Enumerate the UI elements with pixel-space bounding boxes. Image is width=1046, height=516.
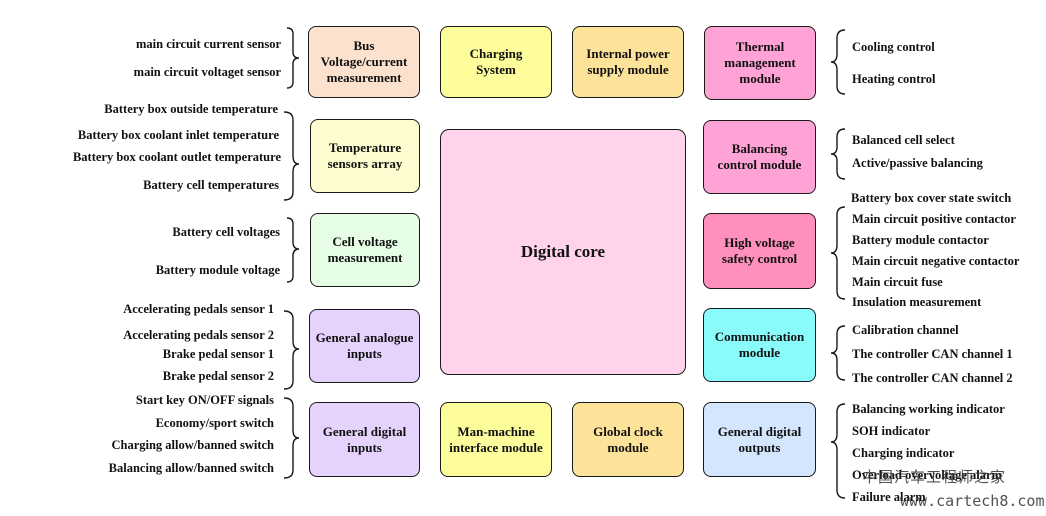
- brace-analogue-inputs: [283, 310, 300, 390]
- global-clock-module: Global clock module: [572, 402, 684, 477]
- digital-inputs-label: General digital inputs: [322, 423, 407, 455]
- input-label: Battery box coolant inlet temperature: [77, 128, 279, 142]
- brace-digital-outputs: [830, 403, 846, 499]
- thermal-management-label: Thermal management module: [724, 39, 796, 86]
- output-label: Charging indicator: [852, 446, 955, 460]
- digital-outputs-module: General digital outputs: [703, 402, 816, 477]
- communication-label: Communication module: [714, 329, 805, 360]
- output-label: Battery module contactor: [852, 233, 989, 247]
- brace-temperature: [283, 111, 300, 201]
- brace-bus-measure: [286, 27, 300, 89]
- internal-power-supply-module: Internal power supply module: [572, 26, 684, 98]
- balancing-control-label: Balancing control module: [717, 141, 802, 172]
- input-label: Brake pedal sensor 2: [162, 369, 274, 383]
- output-label: Balanced cell select: [852, 133, 955, 147]
- output-label: The controller CAN channel 2: [852, 371, 1013, 385]
- cell-voltage-module: Cell voltage measurement: [310, 213, 420, 287]
- communication-module: Communication module: [703, 308, 816, 382]
- input-label: Battery cell voltages: [172, 225, 280, 239]
- input-label: Brake pedal sensor 1: [162, 347, 274, 361]
- input-label: Accelerating pedals sensor 2: [123, 328, 274, 342]
- brace-communication: [830, 325, 846, 381]
- output-label: Main circuit fuse: [852, 275, 943, 289]
- watermark-url: www.cartech8.com: [900, 492, 1045, 510]
- analogue-inputs-label: General analogue inputs: [315, 330, 414, 361]
- input-label: Accelerating pedals sensor 1: [123, 302, 274, 316]
- brace-balancing: [830, 128, 846, 180]
- bus-measurement-module: Bus Voltage/current measurement: [308, 26, 420, 98]
- input-label: Battery box coolant outlet temperature: [72, 150, 281, 164]
- output-label: Insulation measurement: [852, 295, 982, 309]
- input-label: Battery cell temperatures: [143, 178, 279, 192]
- high-voltage-safety-label: High voltage safety control: [721, 235, 798, 266]
- digital-core: Digital core: [440, 129, 686, 375]
- man-machine-interface-label: Man-machine interface module: [449, 423, 543, 455]
- brace-thermal: [830, 29, 846, 95]
- input-label: Balancing allow/banned switch: [108, 461, 274, 475]
- output-label: Main circuit negative contactor: [852, 254, 1020, 268]
- bus-measurement-label: Bus Voltage/current measurement: [320, 38, 408, 85]
- output-label: Balancing working indicator: [852, 402, 1005, 416]
- input-label: Charging allow/banned switch: [111, 438, 274, 452]
- output-label: Failure alarm: [852, 490, 926, 504]
- output-label: Calibration channel: [852, 323, 959, 337]
- output-label: Battery box cover state switch: [851, 191, 1012, 205]
- input-label: main circuit voltaget sensor: [133, 65, 281, 79]
- temperature-sensors-label: Temperature sensors array: [327, 140, 403, 171]
- input-label: Battery box outside temperature: [104, 102, 278, 116]
- input-label: main circuit current sensor: [135, 37, 281, 51]
- output-label: Overload overvoltage alarm: [852, 468, 1002, 482]
- brace-hv-safety: [830, 206, 846, 300]
- charging-system-label: Charging System: [469, 46, 523, 77]
- temperature-sensors-module: Temperature sensors array: [310, 119, 420, 193]
- cell-voltage-label: Cell voltage measurement: [327, 234, 403, 265]
- watermark-text: 中国汽车工程师之家: [862, 468, 1007, 486]
- output-label: Heating control: [852, 72, 936, 86]
- digital-inputs-module: General digital inputs: [309, 402, 420, 477]
- input-label: Battery module voltage: [155, 263, 280, 277]
- global-clock-label: Global clock module: [593, 423, 663, 455]
- output-label: The controller CAN channel 1: [852, 347, 1013, 361]
- brace-digital-inputs: [283, 397, 300, 479]
- output-label: Active/passive balancing: [852, 156, 983, 170]
- output-label: SOH indicator: [852, 424, 931, 438]
- thermal-management-module: Thermal management module: [704, 26, 816, 100]
- digital-outputs-label: General digital outputs: [717, 423, 802, 455]
- input-label: Economy/sport switch: [155, 416, 274, 430]
- man-machine-interface-module: Man-machine interface module: [440, 402, 552, 477]
- internal-power-supply-label: Internal power supply module: [586, 46, 670, 77]
- output-label: Main circuit positive contactor: [852, 212, 1016, 226]
- output-label: Cooling control: [852, 40, 935, 54]
- digital-core-label: Digital core: [520, 242, 606, 261]
- input-label: Start key ON/OFF signals: [135, 393, 274, 407]
- charging-system-module: Charging System: [440, 26, 552, 98]
- balancing-control-module: Balancing control module: [703, 120, 816, 194]
- brace-cell-voltage: [286, 217, 300, 283]
- analogue-inputs-module: General analogue inputs: [309, 309, 420, 383]
- high-voltage-safety-module: High voltage safety control: [703, 213, 816, 289]
